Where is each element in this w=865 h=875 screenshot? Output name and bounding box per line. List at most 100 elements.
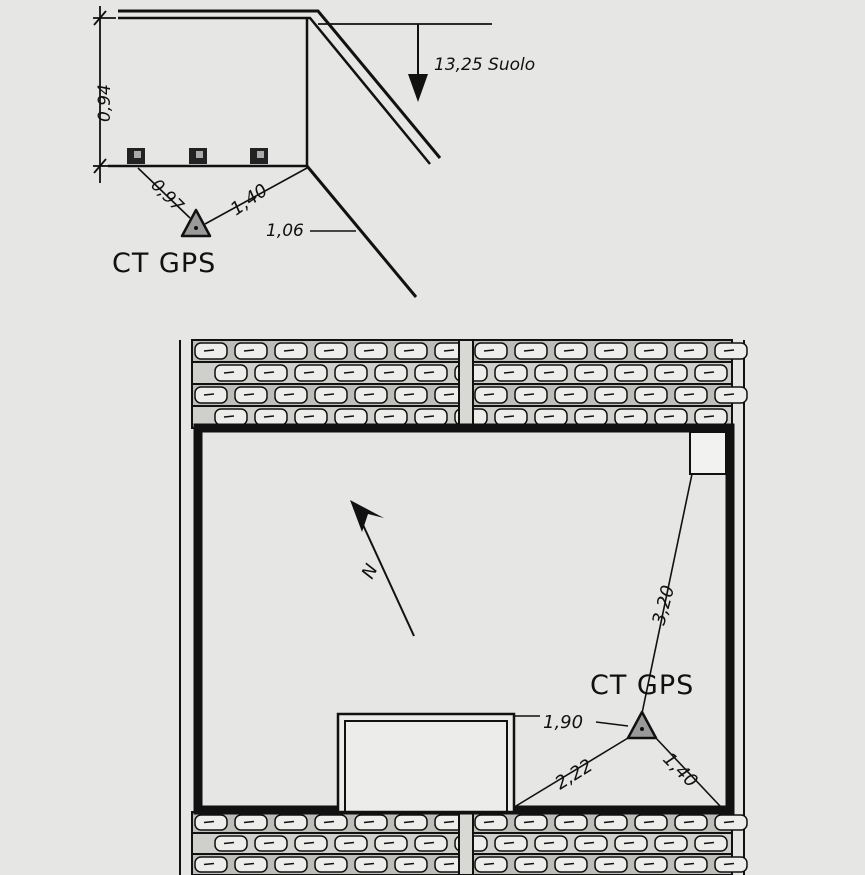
tile-mark — [243, 820, 255, 824]
gps-station-point — [194, 226, 198, 230]
tile-mark — [443, 393, 455, 396]
tile-mark — [343, 841, 355, 845]
tile-mark — [523, 862, 535, 866]
tile-mark — [223, 371, 235, 374]
tile-mark — [243, 393, 255, 396]
tile-mark — [723, 349, 735, 352]
tile-mark — [323, 393, 335, 396]
tile-mark — [443, 349, 455, 352]
leader-dist-edge — [137, 167, 191, 219]
tile-mark — [363, 393, 375, 396]
tile-mark — [623, 415, 635, 418]
tile-mark — [643, 820, 655, 824]
tile-mark — [283, 349, 295, 352]
tile-mark — [703, 841, 715, 845]
tile-mark — [603, 393, 615, 396]
elevation-station-label: CT GPS — [112, 248, 216, 279]
tile-mark — [703, 415, 715, 418]
tile-mark — [523, 820, 535, 824]
dist-to-opening-label: 1,90 — [543, 712, 583, 733]
height-dimension-label: 0,94 — [95, 84, 115, 122]
tile-mark — [543, 841, 555, 845]
tile-mark — [403, 820, 415, 824]
tile-mark — [563, 820, 575, 824]
tile-mark — [543, 371, 555, 374]
tile-mark — [583, 841, 595, 845]
dist-to-slope-label: 1,06 — [266, 221, 304, 241]
tile-mark — [303, 415, 315, 418]
tile-mark — [303, 841, 315, 845]
tile-mark — [603, 349, 615, 352]
corner-box — [689, 431, 727, 475]
tile-mark — [363, 820, 375, 824]
tile-mark — [483, 393, 495, 396]
tile-mark — [663, 415, 675, 418]
tile-mark — [683, 862, 695, 866]
tile-mark — [223, 841, 235, 845]
tile-mark — [483, 862, 495, 866]
tile-mark — [503, 841, 515, 845]
tile-mark — [543, 415, 555, 418]
bottom-roof-tiles — [191, 811, 748, 875]
elevation-view — [93, 6, 492, 298]
tile-mark — [503, 371, 515, 374]
level-arrow-head — [408, 74, 428, 102]
tile-mark — [343, 415, 355, 418]
leader-to-bottom-opening — [515, 737, 629, 807]
tile-mark — [423, 415, 435, 418]
level-label: 13,25 Suolo — [434, 55, 535, 75]
tile-mark — [703, 371, 715, 374]
tile-mark — [363, 349, 375, 352]
north-arrow-shaft — [357, 513, 415, 637]
top-roof-tiles — [191, 339, 748, 429]
plan-gps-station-point — [640, 727, 644, 731]
tile-mark — [563, 393, 575, 396]
gps-station-triangle — [180, 208, 212, 238]
leader-to-opening-2 — [595, 721, 629, 727]
north-arrow-head — [350, 500, 384, 532]
tile-mark — [603, 820, 615, 824]
tile-mark — [383, 371, 395, 374]
tile-mark — [363, 862, 375, 866]
height-dimension-slash-bottom — [93, 158, 107, 174]
tile-mark — [403, 349, 415, 352]
tile-mark — [443, 862, 455, 866]
tile-mark — [383, 841, 395, 845]
tile-mark — [583, 415, 595, 418]
tile-mark — [243, 349, 255, 352]
plan-station-label: CT GPS — [590, 670, 694, 701]
tile-mark — [263, 415, 275, 418]
tile-mark — [523, 349, 535, 352]
slope-line — [305, 165, 418, 298]
height-dimension-slash-top — [93, 10, 107, 26]
tile-mark — [323, 862, 335, 866]
tile-mark — [203, 820, 215, 824]
tile-mark — [203, 862, 215, 866]
tile-mark — [723, 862, 735, 866]
plan-gps-station-triangle — [626, 710, 658, 740]
tile-mark — [643, 862, 655, 866]
tile-mark — [423, 841, 435, 845]
tile-mark — [723, 393, 735, 396]
tile-mark — [443, 820, 455, 824]
tile-mark — [643, 393, 655, 396]
ridge-seam — [458, 339, 474, 429]
tile-mark — [723, 820, 735, 824]
tile-mark — [663, 371, 675, 374]
tile-mark — [523, 393, 535, 396]
tile-mark — [203, 393, 215, 396]
tile-mark — [503, 415, 515, 418]
parapet-line-outer — [118, 9, 442, 159]
tile-mark — [383, 415, 395, 418]
tile-mark — [343, 371, 355, 374]
tile-mark — [203, 349, 215, 352]
tile-mark — [243, 862, 255, 866]
plan-view — [179, 339, 748, 875]
tile-mark — [623, 371, 635, 374]
tile-mark — [683, 393, 695, 396]
leader-to-bottom-right — [653, 735, 721, 807]
tile-mark — [403, 862, 415, 866]
bottom-opening-outer — [336, 712, 516, 814]
tile-mark — [223, 415, 235, 418]
